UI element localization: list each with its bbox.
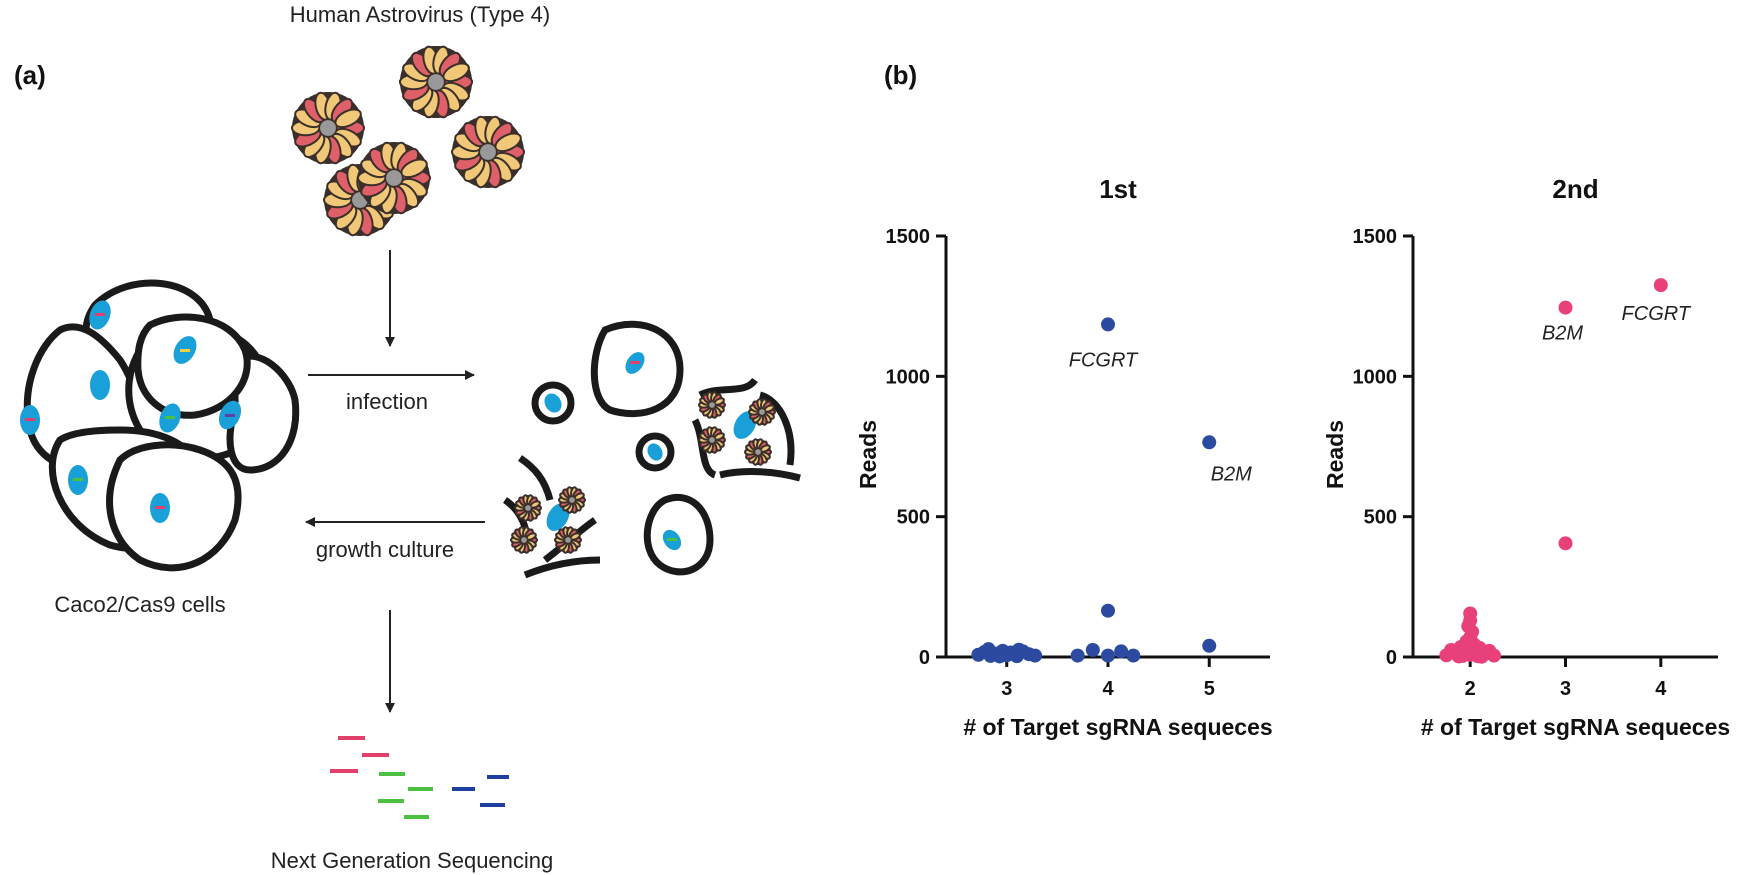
virion-icon [698,391,726,419]
y-axis-label: Reads [1322,420,1348,489]
virion-icon [744,438,772,466]
cell-nuclei [20,300,242,523]
gene-label: FCGRT [1622,303,1692,325]
gene-label: B2M [1211,463,1252,485]
sequencing-reads-icon [330,736,509,819]
chart-title: 1st [1099,174,1137,204]
virion-icon [510,526,538,554]
data-point [1028,648,1043,663]
cells-label: Caco2/Cas9 cells [54,592,225,617]
data-point [981,642,996,657]
data-point [1101,603,1115,618]
panel-a: (a) Human Astrovirus (Type 4) [14,2,801,873]
data-point [1101,317,1115,332]
chart-1st: 1st 0 500 1000 1500 3 4 5 # of Target sgRNA sequ… [855,174,1273,740]
virus-particle [450,115,526,189]
x-axis-label: # of Target sgRNA sequeces [1421,714,1730,740]
virion-icon [558,486,586,514]
data-point [1202,638,1217,653]
data-point [1487,648,1502,663]
infected-virion-icons [510,391,776,554]
y-axis-label: Reads [855,420,881,489]
data-point [1126,648,1141,663]
data-point [992,649,1007,664]
data-point [1558,536,1573,551]
y-tick-label: 1500 [886,226,931,248]
x-axis-label: # of Target sgRNA sequeces [963,714,1272,740]
gene-label: B2M [1542,323,1583,345]
y-tick-label: 1000 [1353,366,1398,388]
panel-b-label: (b) [884,60,917,90]
data-point [1653,278,1668,293]
data-point [1070,648,1085,663]
virion-icon [554,526,582,554]
y-tick-label: 500 [1364,507,1397,529]
virus-particle [398,45,474,119]
ngs-label: Next Generation Sequencing [271,848,554,873]
y-tick-label: 1500 [1353,226,1398,248]
data-point [1202,435,1217,450]
x-tick-label: 4 [1655,678,1667,700]
astrovirus-cluster-icon [290,45,526,237]
panel-a-label: (a) [14,60,46,90]
growth-label: growth culture [316,537,454,562]
data-point [1466,641,1481,656]
virion-icon [698,426,726,454]
virion-icon [514,494,542,522]
data-point [1114,644,1129,659]
y-tick-label: 500 [897,507,930,529]
infected-cells-icon [502,320,801,579]
panel-b: (b) 1st 0 500 1000 1500 3 4 5 # of Target sgRNA … [855,60,1730,740]
chart-2nd: 2nd 0 500 1000 1500 2 3 4 # of Target sgRNA sequ… [1322,174,1730,740]
y-tick-label: 1000 [886,366,931,388]
virion-icon [748,398,776,426]
virus-particle [356,141,432,215]
x-tick-label: 4 [1102,678,1114,700]
caco2-cells-icon [23,279,300,572]
y-tick-label: 0 [1386,647,1397,669]
data-point [1085,642,1100,657]
chart-title: 2nd [1552,174,1598,204]
x-tick-label: 3 [1001,678,1012,700]
data-point [1006,647,1021,662]
infection-label: infection [346,389,428,414]
x-tick-label: 5 [1204,678,1215,700]
gene-label: FCGRT [1069,349,1139,371]
data-point [1439,648,1454,663]
x-tick-label: 2 [1465,678,1476,700]
data-point [1101,648,1115,663]
y-tick-label: 0 [919,647,930,669]
data-point [1558,300,1573,315]
x-tick-label: 3 [1560,678,1571,700]
virus-label: Human Astrovirus (Type 4) [290,2,550,27]
virus-particle [290,91,366,165]
